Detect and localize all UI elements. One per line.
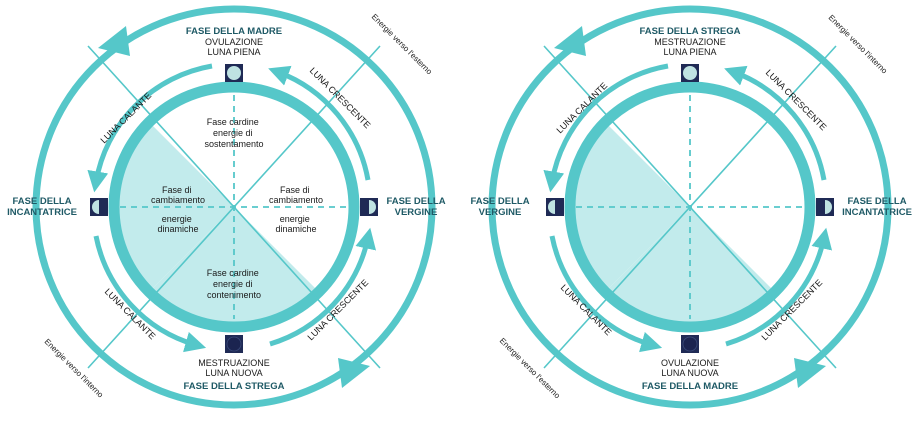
left-bottom-moon-label-1: MESTRUAZIONE [198,358,270,368]
left-inner-left-b-line-1: energie [162,214,192,224]
left-inner-left-b-line-2: dinamiche [157,224,198,234]
left-inner-bottom-text: Fase cardine energie di contenimento [207,268,262,300]
left-inner-right-text-b: energie dinamiche [275,214,316,234]
left-inner-top-text: Fase cardine energie di sostentamento [204,117,263,149]
right-wheel-left-moon-phase [548,200,555,214]
left-inner-right-b-line-1: energie [280,214,310,224]
left-wheel-arc-bottom-right [269,227,377,347]
right-right-phase-label-2: INCANTATRICE [842,207,912,218]
left-right-phase-label-2: VERGINE [395,207,438,218]
right-wheel-outer-arrow-top [554,26,586,56]
left-inner-bottom-line-1: Fase cardine [207,268,259,278]
right-wheel: FASE DELLA STREGA MESTRUAZIONE LUNA PIEN… [470,5,912,409]
right-bottom-moon-label-2: LUNA NUOVA [661,368,718,378]
left-inner-right-text-a: Fase di cambiamento [269,185,323,205]
left-wheel-inner-ring [108,81,360,333]
left-inner-left-a-line-1: Fase di [162,185,192,195]
right-energy-label-top-right: Energie verso l'interno [827,13,890,76]
left-wheel-outer-arrow-top [98,26,130,56]
left-arc-label-bottom-right: LUNA CRESCENTE [306,278,371,343]
left-top-phase-label: FASE DELLA MADRE [186,26,282,37]
left-top-moon-label-1: OVULAZIONE [205,37,263,47]
left-bottom-moon-label-2: LUNA NUOVA [205,368,262,378]
left-wheel-arc-top-right [268,65,371,181]
right-wheel-new-moon-disc [682,336,698,352]
left-inner-top-line-1: Fase cardine [207,117,259,127]
right-wheel-arc-bottom-right [725,227,833,347]
left-wheel-outer-arrow-bottom [338,358,370,388]
left-right-phase-label-1: FASE DELLA [386,196,445,207]
left-bottom-phase-label: FASE DELLA STREGA [184,381,285,392]
right-bottom-phase-label: FASE DELLA MADRE [642,381,738,392]
right-left-phase-label-2: VERGINE [479,207,522,218]
left-inner-left-text-b: energie dinamiche [157,214,198,234]
right-wheel-arc-bottom-left [549,235,663,353]
left-top-moon-label-2: LUNA PIENA [207,47,260,57]
left-wheel-arc-bottom-left [93,235,207,353]
right-left-phase-label-1: FASE DELLA [470,196,529,207]
left-left-phase-label-2: INCANTATRICE [7,207,77,218]
right-wheel-inner-ring [564,81,816,333]
right-top-phase-label: FASE DELLA STREGA [640,26,741,37]
right-wheel-outer-ring [488,5,892,409]
right-wheel-outer-arrow-bottom [794,358,826,388]
right-right-phase-label-1: FASE DELLA [847,196,906,207]
right-wheel-arc-top-left [543,63,669,193]
left-wheel-waxing-moon-phase [369,200,376,214]
right-wheel-arc-top-right [724,65,827,181]
right-wheel-right-moon-phase [825,200,832,214]
left-inner-top-line-2: energie di [213,128,253,138]
left-inner-left-text-a: Fase di cambiamento [151,185,205,205]
left-wheel: FASE DELLA MADRE OVULAZIONE LUNA PIENA M… [7,5,446,409]
right-top-moon-label-1: MESTRUAZIONE [654,37,726,47]
left-left-phase-label-1: FASE DELLA [12,196,71,207]
left-wheel-new-moon-disc [226,336,242,352]
left-inner-top-line-3: sostentamento [204,139,263,149]
right-bottom-moon-label-1: OVULAZIONE [661,358,719,368]
left-inner-right-a-line-2: cambiamento [269,195,323,205]
left-inner-right-b-line-2: dinamiche [275,224,316,234]
right-wheel-full-moon-disc [683,66,697,80]
left-energy-label-top-right: Energie verso l'esterno [370,12,434,76]
right-top-moon-label-2: LUNA PIENA [663,47,716,57]
left-wheel-arc-top-left [87,63,213,193]
left-inner-right-a-line-1: Fase di [280,185,310,195]
left-inner-left-a-line-2: cambiamento [151,195,205,205]
left-inner-bottom-line-2: energie di [213,279,253,289]
left-wheel-full-moon-disc [227,66,241,80]
left-wheel-outer-ring [32,5,436,409]
left-wheel-waning-moon-phase [92,200,99,214]
left-inner-bottom-line-3: contenimento [207,290,261,300]
